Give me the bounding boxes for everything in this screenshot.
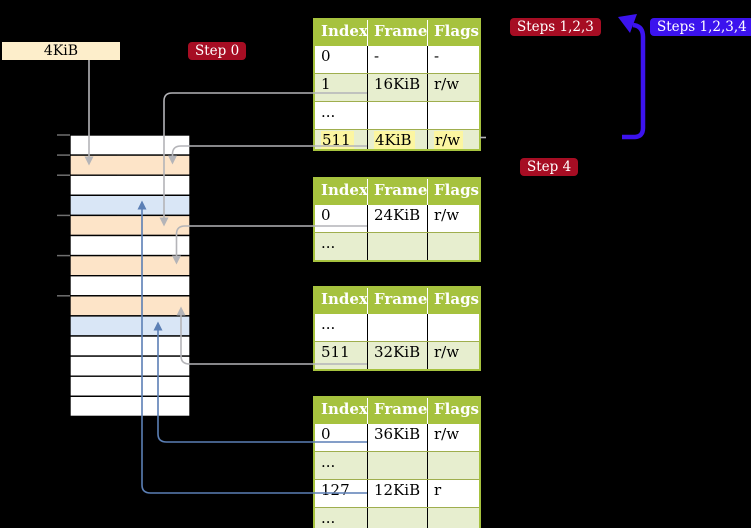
page-table-cell [427, 233, 479, 260]
memory-frame-row-white [69, 174, 191, 196]
memory-frame-row-peach [69, 154, 191, 176]
highlighted-entry: 4KiB [374, 131, 415, 149]
page-table-cell: 0 [321, 425, 331, 443]
page-table-cell: 12KiB [367, 480, 427, 507]
memory-frame-row-white [69, 395, 191, 418]
page-size-label: 4KiB [2, 42, 120, 60]
page-table-cell [427, 102, 479, 129]
page-table-header-cell: Frame [367, 288, 427, 314]
highlighted-entry: r/w [434, 131, 464, 149]
page-table-cell: ... [321, 315, 336, 333]
page-table-cell: ... [321, 103, 336, 121]
page-table-header-cell: Flags [427, 288, 479, 314]
page-table-row: ... [315, 232, 479, 260]
memory-frame-row-white [69, 234, 191, 257]
page-table-cell: 1 [321, 75, 331, 93]
page-table-cell: r/w [427, 74, 479, 101]
page-table-cell [367, 102, 427, 129]
memory-frame-row-white [69, 134, 191, 156]
page-table-cell [367, 314, 427, 341]
page-table-cell: r/w [427, 424, 479, 451]
page-table-cell: 511 [321, 343, 350, 361]
page-table-header-cell: Frame [367, 398, 427, 424]
page-table-cell: r/w [427, 205, 479, 232]
page-table-cell: 127 [321, 481, 350, 499]
page-table-cell: 4KiB [367, 130, 427, 149]
page-table-cell [367, 508, 427, 528]
page-table-cell: 36KiB [367, 424, 427, 451]
memory-frame-row-peach [69, 295, 191, 317]
page-table-cell: 24KiB [367, 205, 427, 232]
page-table-cell: r/w [427, 342, 479, 369]
page-table-row: ... [315, 101, 479, 129]
page-table-header-cell: Frame [367, 20, 427, 46]
page-table-row: ... [315, 314, 479, 341]
memory-frame-row-peach [69, 254, 191, 277]
page-table-cell [427, 508, 479, 528]
page-table-header-cell: Index [321, 290, 368, 308]
page-table-cell: - [367, 46, 427, 73]
page-table-cell: - [427, 46, 479, 73]
page-table-cell: 0 [321, 47, 331, 65]
page-table-header-cell: Frame [367, 179, 427, 205]
arrow-loop-steps [618, 14, 646, 140]
page-table-header-cell: Index [321, 22, 368, 40]
memory-frame-row-white [69, 375, 191, 398]
badge-step4: Step 4 [520, 158, 579, 176]
memory-frame-row-blue [69, 194, 191, 217]
page-table-cell [367, 452, 427, 479]
memory-frame-row-blue [69, 315, 191, 337]
page-table-cell: ... [321, 509, 336, 527]
page-table-header-cell: Flags [427, 20, 479, 46]
page-table-cell: 16KiB [367, 74, 427, 101]
page-table-header-cell: Flags [427, 179, 479, 205]
page-table-row: ... [315, 451, 479, 479]
page-table-cell: 0 [321, 206, 331, 224]
page-table-header-cell: Index [321, 181, 368, 199]
page-table-cell: 511 [315, 130, 367, 149]
page-table-cell [367, 233, 427, 260]
badge-step0: Step 0 [188, 42, 247, 60]
memory-frame-row-white [69, 355, 191, 377]
page-table-cell [427, 452, 479, 479]
memory-frame-row-white [69, 335, 191, 357]
memory-frame-row-peach [69, 214, 191, 237]
memory-frame-row-white [69, 275, 191, 297]
page-table-cell: 32KiB [367, 342, 427, 369]
page-table-cell: ... [321, 234, 336, 252]
arrow-4kib-label-to-frame [84, 60, 94, 166]
page-table-row: 0 -- [315, 46, 479, 73]
page-table-cell [427, 314, 479, 341]
page-table-header-cell: Index [321, 400, 368, 418]
highlighted-entry: 511 [321, 131, 354, 149]
page-table-header-cell: Flags [427, 398, 479, 424]
page-table-row: ... [315, 507, 479, 528]
page-table-cell: r [427, 480, 479, 507]
page-table-cell: r/w [427, 130, 479, 149]
page-table-cell: ... [321, 453, 336, 471]
badge-steps-123: Steps 1,2,3 [510, 18, 601, 36]
badge-steps-1234: Steps 1,2,3,4 [650, 18, 751, 36]
page-table-row: 511 4KiB r/w [315, 129, 479, 149]
